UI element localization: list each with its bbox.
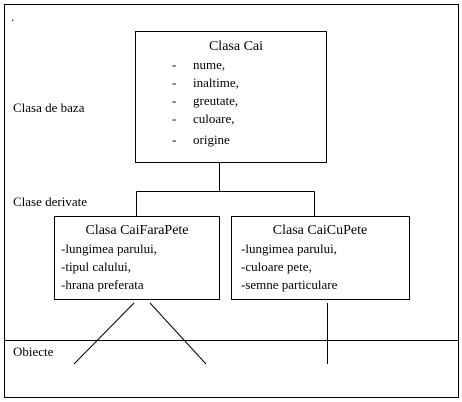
object-link-left bbox=[73, 302, 135, 365]
attribute-dash: - bbox=[172, 75, 176, 90]
base-class-rect bbox=[135, 31, 327, 163]
derived-class-box-caicupete: Clasa CaiCuPete -lungimea parului, -culo… bbox=[231, 216, 410, 300]
derived-class-rect bbox=[231, 216, 410, 300]
attribute-dash: - bbox=[172, 93, 176, 108]
base-class-attribute-list: - nume, - inaltime, - greutate, - culoar… bbox=[172, 57, 239, 147]
object-link-right bbox=[149, 302, 207, 365]
derived-class-title: Clasa CaiFaraPete bbox=[85, 223, 188, 238]
derived-class-rect bbox=[54, 216, 220, 300]
derived-class-title: Clasa CaiCuPete bbox=[273, 223, 368, 238]
row-label-base-class: Clasa de baza bbox=[13, 100, 85, 115]
base-class-title: Clasa Cai bbox=[209, 39, 263, 54]
attribute-item: inaltime, bbox=[193, 75, 239, 90]
outer-frame bbox=[4, 4, 459, 398]
attribute-dash: - bbox=[172, 111, 176, 126]
derived-attribute-item: -culoare pete, bbox=[241, 259, 312, 274]
derived-attribute-item: -tipul calului, bbox=[61, 259, 131, 274]
derived-attribute-item: -hrana preferata bbox=[61, 277, 144, 292]
attribute-item: nume, bbox=[193, 57, 225, 72]
attribute-item: origine bbox=[193, 132, 230, 147]
attribute-item: greutate, bbox=[193, 93, 238, 108]
row-label-objects: Obiecte bbox=[13, 344, 54, 359]
corner-mark: . bbox=[11, 9, 14, 24]
attribute-dash: - bbox=[172, 57, 176, 72]
derived-attribute-item: -lungimea parului, bbox=[241, 241, 337, 256]
attribute-item: culoare, bbox=[193, 111, 235, 126]
derived-attribute-item: -semne particulare bbox=[241, 277, 338, 292]
derived-attribute-item: -lungimea parului, bbox=[61, 241, 157, 256]
attribute-dash: - bbox=[172, 132, 176, 147]
row-label-derived-classes: Clase derivate bbox=[13, 194, 87, 209]
derived-class-box-caifarapete: Clasa CaiFaraPete -lungimea parului, -ti… bbox=[54, 216, 220, 300]
base-class-box: Clasa Cai - nume, - inaltime, - greutate… bbox=[135, 31, 327, 163]
